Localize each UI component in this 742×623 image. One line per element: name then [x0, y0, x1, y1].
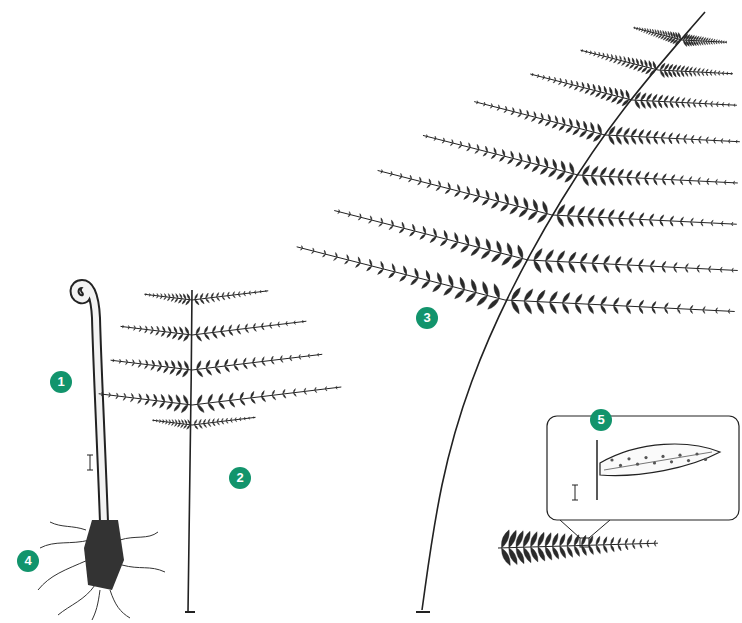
- rhizome: [84, 520, 124, 590]
- pinnules: [338, 210, 523, 269]
- pinnules: [300, 246, 499, 310]
- pinnules: [582, 49, 657, 75]
- sorus: [636, 463, 639, 466]
- pinnules: [197, 353, 319, 377]
- pinnules: [122, 325, 189, 341]
- pinnules: [197, 386, 337, 413]
- callout-number: 2: [229, 467, 251, 489]
- pinnule-detail: [600, 444, 720, 475]
- pinna-axis: [474, 102, 605, 135]
- callout-badge: 2: [229, 467, 251, 489]
- pinnules: [194, 417, 254, 430]
- fiddlehead-stem-fill: [75, 284, 104, 522]
- pinna-axis: [192, 354, 322, 370]
- mature-frond: [297, 12, 740, 612]
- fiddlehead-stem: [75, 284, 104, 522]
- pinna-axis: [580, 50, 658, 70]
- pinnule-vein: [604, 452, 712, 470]
- pinnules: [511, 288, 730, 314]
- callout-badge: 5: [590, 409, 612, 431]
- callout-circle-shape: [416, 307, 438, 329]
- sorus: [653, 461, 656, 464]
- callout-circle-shape: [590, 409, 612, 431]
- sorus: [644, 456, 647, 459]
- callout-circle-shape: [50, 371, 72, 393]
- pinnules: [582, 165, 734, 185]
- callout-circle-shape: [17, 550, 39, 572]
- sorus: [678, 454, 681, 457]
- scale-bar: [87, 455, 93, 470]
- callout-number: 5: [590, 409, 612, 431]
- pinnules: [557, 205, 733, 227]
- pinnules: [683, 34, 726, 47]
- sorus: [627, 457, 630, 460]
- callout-badge: 1: [50, 371, 72, 393]
- callout-number: 4: [17, 550, 39, 572]
- frond-stalk: [188, 290, 192, 612]
- sorus: [687, 459, 690, 462]
- callout-number: 3: [416, 307, 438, 329]
- pinnules: [113, 359, 189, 377]
- sorus: [661, 455, 664, 458]
- pinnules: [426, 135, 574, 183]
- pinnules: [146, 293, 191, 305]
- pinnules: [476, 101, 601, 142]
- pinna-axis: [192, 387, 341, 405]
- callout-badge: 3: [416, 307, 438, 329]
- sorus: [704, 458, 707, 461]
- pinnules: [195, 290, 267, 305]
- pinna-axis: [378, 170, 552, 215]
- sorus: [610, 458, 613, 461]
- pinnules: [381, 170, 548, 223]
- frond-base: [416, 611, 430, 613]
- pinnules: [635, 92, 735, 108]
- scale-bar: [572, 485, 578, 500]
- sori: [610, 452, 707, 467]
- sorus: [619, 464, 622, 467]
- callout-circle-shape: [229, 467, 251, 489]
- frond-base: [185, 611, 195, 613]
- detached-pinna: [498, 530, 658, 566]
- pinnules: [534, 249, 734, 273]
- fiddlehead: [38, 284, 165, 620]
- inset: [547, 416, 739, 547]
- roots: [38, 522, 165, 620]
- sorus: [670, 460, 673, 463]
- callout-number: 1: [50, 371, 72, 393]
- pinna-axis: [423, 135, 578, 175]
- pinna-axis: [530, 74, 632, 100]
- pinnules: [532, 73, 630, 106]
- pinnules: [501, 530, 655, 566]
- pinnules: [660, 63, 732, 78]
- young-frond: [99, 290, 342, 612]
- inset-rachis: [596, 440, 598, 500]
- sorus: [695, 452, 698, 455]
- pinnules: [101, 392, 188, 412]
- pinnules: [634, 27, 681, 45]
- pinnules: [153, 419, 190, 429]
- pinnules: [609, 126, 738, 144]
- detail-marker: [580, 538, 589, 547]
- pinnules: [196, 320, 303, 341]
- inset-box: [547, 416, 739, 520]
- leader-line: [560, 520, 610, 538]
- pinna-axis: [334, 211, 528, 260]
- callout-badge: 4: [17, 550, 39, 572]
- pinna-axis: [192, 321, 306, 335]
